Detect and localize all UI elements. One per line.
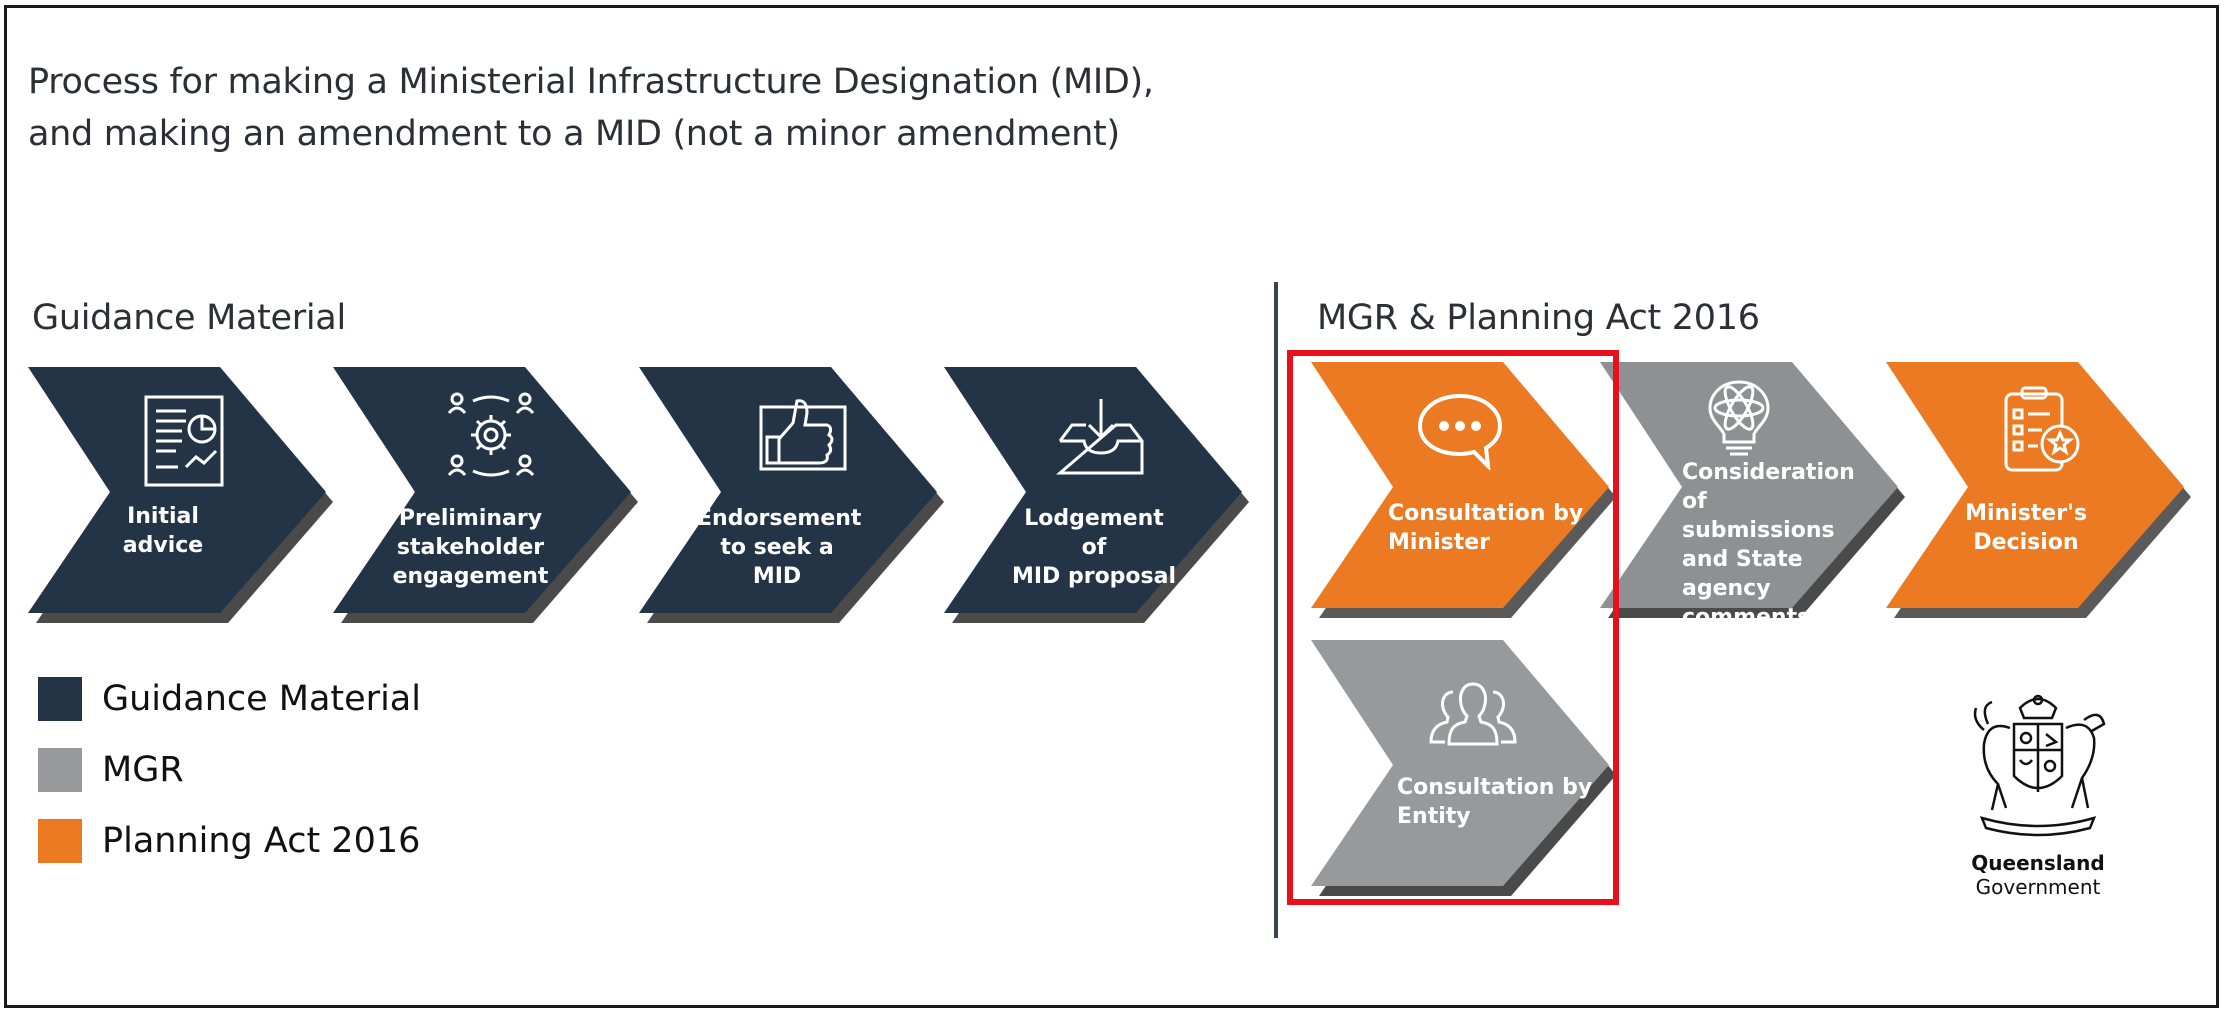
- legend-swatch: [38, 677, 82, 721]
- step-label: Initial advice: [122, 504, 204, 558]
- chevron-shape: [944, 367, 1249, 623]
- step-initial-advice: Initial advice: [28, 367, 334, 623]
- lightbulb-globe-icon: [1708, 380, 1770, 456]
- clipboard-star-icon: [2004, 386, 2080, 472]
- legend-label: MGR: [102, 750, 184, 790]
- legend-swatch: [38, 748, 82, 792]
- step-label: Lodgement of MID proposal: [1011, 506, 1177, 589]
- legend-item-mgr: MGR: [38, 748, 184, 792]
- step-label: Minister's Decision: [1965, 501, 2087, 555]
- step-label: Consultation by Entity: [1397, 775, 1593, 829]
- chevron-shape: [1600, 362, 1905, 618]
- step-ministers-decision: Minister's Decision: [1886, 362, 2192, 618]
- step-preliminary-stakeholder-engagement: Preliminary stakeholder engagement: [333, 367, 639, 623]
- legend-item-planning: Planning Act 2016: [38, 819, 420, 863]
- diagram-frame: [4, 5, 2219, 1008]
- step-consultation-by-entity: Consultation by Entity: [1311, 640, 1617, 896]
- step-label: Consultation by Minister: [1388, 501, 1584, 555]
- legend-item-guidance: Guidance Material: [38, 677, 421, 721]
- logo-name: Queensland: [1971, 851, 2105, 875]
- stakeholder-gear-icon: [447, 392, 535, 477]
- step-consultation-by-minister: Consultation by Minister: [1311, 362, 1617, 618]
- legend-swatch: [38, 819, 82, 863]
- step-endorsement: Endorsement to seek a MID: [639, 367, 945, 623]
- chevron-shape: [1886, 362, 2191, 618]
- speech-bubble-icon: [1417, 393, 1503, 470]
- legend-label: Planning Act 2016: [102, 821, 421, 861]
- step-consideration-of-submissions: Consideration of submissions and State a…: [1600, 362, 1906, 630]
- chevron-shape: [1311, 362, 1616, 618]
- report-document-icon: [144, 395, 224, 487]
- chevron-shape: [28, 367, 333, 623]
- inbox-download-icon: [1056, 399, 1144, 475]
- section-heading-mgr-planning: MGR & Planning Act 2016: [1317, 298, 1760, 338]
- section-heading-guidance: Guidance Material: [32, 298, 346, 338]
- diagram-title: Process for making a Ministerial Infrast…: [28, 62, 1154, 154]
- people-group-icon: [1429, 682, 1517, 746]
- chevron-shape: [333, 367, 638, 623]
- step-label: Preliminary stakeholder engagement: [392, 506, 549, 589]
- highlight-box: [1287, 350, 1619, 905]
- step-label: Endorsement to seek a MID: [697, 506, 862, 589]
- chevron-shape: [639, 367, 944, 623]
- chevron-shape: [1311, 640, 1616, 896]
- thumbs-up-icon: [759, 399, 847, 471]
- step-lodgement: Lodgement of MID proposal: [944, 367, 1250, 623]
- step-label: Consideration of submissions and State a…: [1682, 460, 1855, 630]
- coat-of-arms-icon: [1973, 694, 2106, 837]
- section-divider: [1274, 282, 1278, 938]
- legend-label: Guidance Material: [102, 679, 421, 719]
- queensland-government-logo: Queensland Government: [1958, 684, 2118, 899]
- logo-sub: Government: [1975, 875, 2101, 899]
